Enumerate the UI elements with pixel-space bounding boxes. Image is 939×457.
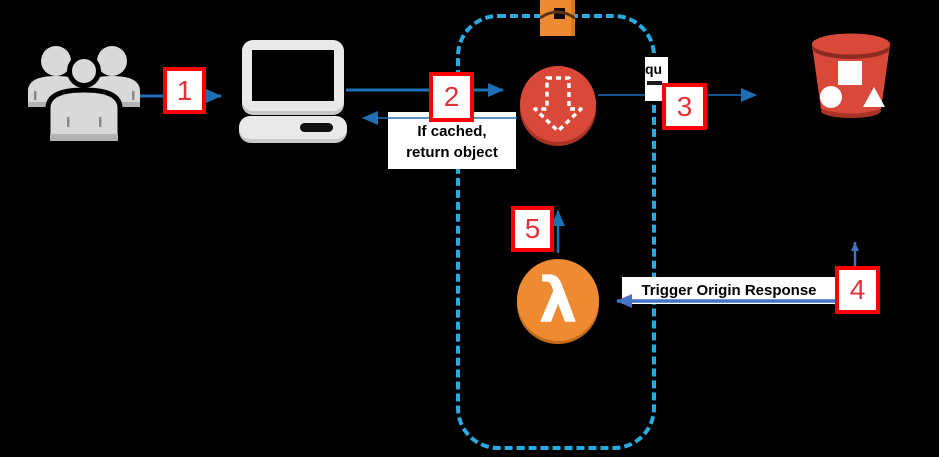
- step-2-badge: 2: [429, 72, 474, 122]
- s3-bucket-icon: [806, 33, 896, 126]
- step-5-number: 5: [524, 213, 541, 244]
- step-3-number: 3: [676, 90, 693, 122]
- edge-location-icon: [540, 0, 575, 36]
- step-1-number: 1: [176, 74, 193, 106]
- label-if-cached-line1: If cached,: [417, 123, 487, 140]
- step-4-badge: 4: [835, 266, 880, 314]
- step-1-badge: 1: [163, 67, 206, 114]
- lambda-glyph: λ: [538, 264, 577, 337]
- label-request-fragment-remnant: [647, 81, 662, 85]
- cloudfront-download-icon: [516, 64, 600, 153]
- step-2-number: 2: [443, 81, 460, 112]
- lambda-icon: λ: [514, 256, 602, 353]
- label-trigger-origin-response: Trigger Origin Response: [622, 277, 836, 304]
- step-4-number: 4: [849, 274, 866, 305]
- edge-icon-arc: [540, 10, 575, 20]
- users-group-icon: [26, 44, 142, 149]
- label-request-fragment-text: qu: [645, 61, 663, 77]
- step-3-badge: 3: [662, 83, 707, 130]
- client-computer-icon: [239, 40, 347, 148]
- label-if-cached-line2: return object: [406, 144, 498, 161]
- step-5-badge: 5: [511, 206, 554, 252]
